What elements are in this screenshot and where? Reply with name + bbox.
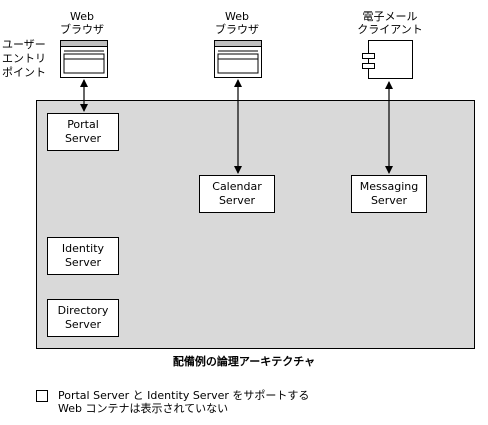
- web-browser-2-icon: [214, 40, 262, 78]
- portal-server: Portal Server: [47, 113, 119, 151]
- browser-1-label: Web ブラウザ: [60, 10, 104, 36]
- directory-server: Directory Server: [47, 299, 119, 337]
- browser-2-label: Web ブラウザ: [215, 10, 259, 36]
- user-entry-point-label: ユーザー エントリ ポイント: [2, 38, 46, 79]
- legend-text: Portal Server と Identity Server をサポートする …: [58, 389, 310, 415]
- legend-box-icon: [36, 390, 48, 402]
- messaging-server: Messaging Server: [351, 175, 427, 213]
- mail-client-icon: [362, 40, 413, 79]
- web-browser-1-icon: [60, 40, 108, 78]
- mail-client-label: 電子メール クライアント: [357, 10, 423, 36]
- identity-server: Identity Server: [47, 237, 119, 275]
- calendar-server: Calendar Server: [199, 175, 275, 213]
- diagram-caption: 配備例の論理アーキテクチャ: [172, 355, 316, 368]
